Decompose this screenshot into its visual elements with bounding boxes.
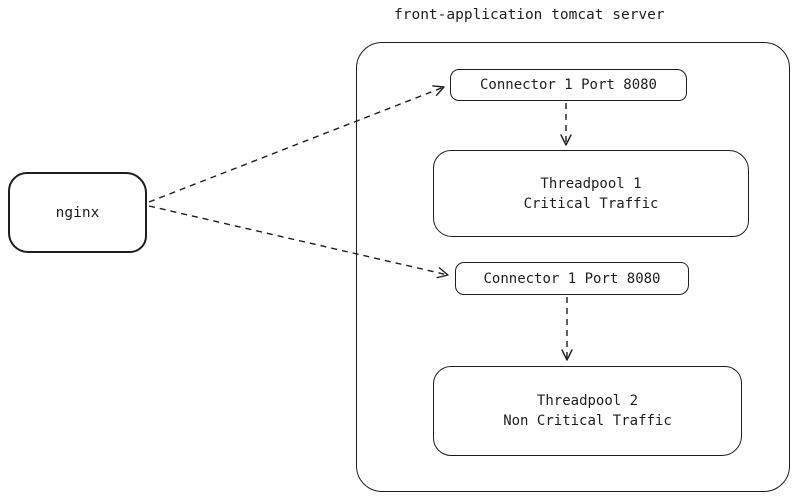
node-threadpool-2-label-line1: Threadpool 2 bbox=[536, 393, 639, 409]
node-threadpool-2-label-line2: Non Critical Traffic bbox=[503, 413, 672, 429]
node-nginx-label: nginx bbox=[55, 204, 100, 221]
node-connector-1-label: Connector 1 Port 8080 bbox=[479, 77, 657, 93]
node-threadpool-1-label-line1: Threadpool 1 bbox=[540, 175, 642, 192]
node-threadpool-1-label-line2: Critical Traffic bbox=[523, 195, 659, 212]
node-connector-1: Connector 1 Port 8080 bbox=[450, 69, 687, 101]
node-threadpool-1: Threadpool 1 Critical Traffic bbox=[433, 150, 749, 237]
node-threadpool-2: Threadpool 2 Non Critical Traffic bbox=[433, 366, 742, 456]
node-nginx: nginx bbox=[8, 172, 147, 253]
node-connector-2-label: Connector 1 Port 8080 bbox=[483, 270, 661, 287]
node-connector-2: Connector 1 Port 8080 bbox=[455, 262, 689, 295]
diagram-title: front-application tomcat server bbox=[394, 7, 665, 23]
